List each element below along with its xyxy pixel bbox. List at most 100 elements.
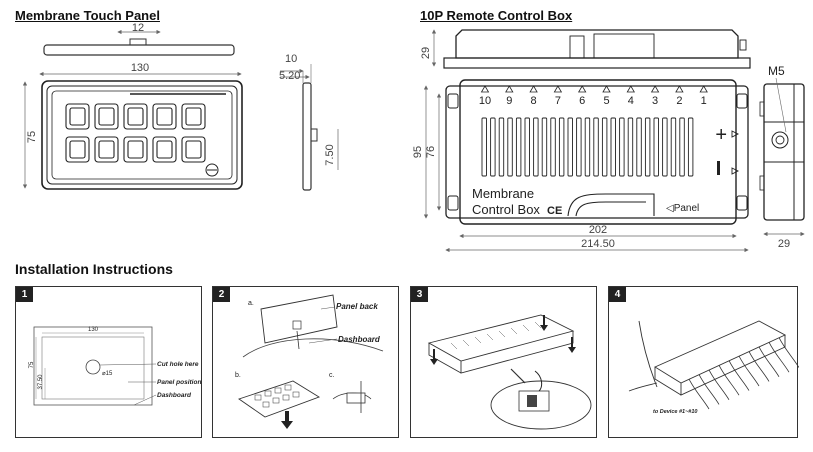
port-triangle-icon [505,85,514,93]
step1-height-dim: 75 [29,361,35,368]
step-4-badge: 4 [609,287,626,302]
cut-hole-callout: Cut hole here [157,361,199,368]
installation-heading: Installation Instructions [15,261,173,277]
dashboard-callout-2: Dashboard [338,335,381,344]
step-2-badge: 2 [213,287,230,302]
port-triangle-icon [553,85,563,93]
vent-slot [550,117,556,177]
box-brand-line2: Control Box [472,202,540,217]
vent-slot [541,117,548,177]
cut-hole-marker [85,359,101,375]
port-number: 1 [701,95,707,107]
step-1-panel: 1 130 75 37.50 ⌀15 Cut hole here Panel p… [15,286,202,438]
substep-b-label: b. [235,372,241,379]
dashboard-sketch [242,338,384,358]
box-height-inner-dim: 76 [425,146,437,158]
device-wire [708,369,730,401]
side-depth-dim: 10 [285,53,297,65]
device-wire [768,342,790,373]
side-offset-dim: 5.20 [279,70,300,82]
box-vent-slots [481,117,694,177]
panel-logo-icon [205,163,219,177]
port-number: 7 [555,95,561,107]
vent-slot [636,117,642,177]
vent-slot [490,117,496,177]
vent-slot [524,117,530,177]
port-triangle-icon [626,85,635,93]
device-wires [688,337,799,410]
vent-slot [576,117,582,177]
panel-key-inner [98,107,115,126]
panel-height-dim: 75 [26,131,38,143]
vent-slot [558,117,565,177]
press-down-arrow-icon [281,411,293,429]
vent-slot [619,117,625,177]
vent-slot [584,117,591,177]
screw-arrow-icon [430,349,438,365]
vent-slot [653,117,659,177]
panel-front-view [41,80,243,190]
step-1-badge: 1 [16,287,33,302]
panel-key-inner [69,107,86,126]
plus-terminal-icon: + [715,124,727,146]
panel-position-callout: Panel position [157,379,201,386]
panel-width-dim: 130 [131,62,149,74]
port-number: 2 [676,95,682,107]
vent-slot [679,117,685,177]
box-right-view [759,77,805,237]
screw-size-label: M5 [768,64,785,78]
panel-key-inner [185,107,202,126]
panel-connector [567,193,655,217]
device-wire [748,351,770,382]
port-triangle-icon [675,85,684,93]
vent-slot [567,117,573,177]
box-width-inner-dim: 202 [589,224,607,236]
vent-slot [601,117,608,177]
vent-slot [610,117,616,177]
panel-back-callout: Panel back [336,302,378,311]
port-number: 6 [579,95,585,107]
box-front-view [445,79,749,225]
vent-slot [687,117,694,177]
panel-key-inner [185,140,202,159]
panel-port-label: ◁Panel [666,203,699,214]
box-side-height-dim: 29 [420,47,432,59]
box-brand-line1: Membrane [472,186,534,201]
port-number: 5 [603,95,609,107]
wired-box-sketch [654,320,787,384]
step-3-panel: 3 [410,286,597,438]
port-number: 10 [479,95,491,107]
membrane-panel-heading: Membrane Touch Panel [15,8,160,23]
dashboard-callout: Dashboard [157,392,192,399]
box-side-view [431,29,751,69]
top-tab-dim: 12 [132,22,144,34]
device-wire [688,378,710,410]
port-number: 3 [652,95,658,107]
device-wire [778,337,799,368]
screw-arrow-icon [540,315,548,331]
device-wire [738,355,760,387]
device-wire [728,360,750,391]
minus-terminal-icon [717,161,720,175]
device-callout: to Device #1~#10 [653,409,698,415]
vent-slot [662,117,668,177]
panel-top-view [43,29,235,56]
step-4-panel: 4 to Device #1~#10 [608,286,799,438]
vent-slot [498,117,505,177]
panel-key-inner [69,140,86,159]
remote-box-heading: 10P Remote Control Box [420,8,573,23]
panel-key-inner [156,140,173,159]
vent-slot [507,117,513,177]
substep-a-label: a. [248,300,254,307]
box-width-outer-dim: 214.50 [581,238,615,250]
device-wire [718,365,740,396]
port-triangle-icon [480,85,490,93]
step-2-panel: 2 a. Panel back Dashboard b. c. [212,286,399,438]
membrane-panel-drawing: 12 130 75 10 5.20 7.50 [22,22,339,191]
panel-key-inner [156,107,173,126]
port-triangle-icon [699,85,708,93]
vent-slot [515,117,522,177]
device-wire [698,374,720,405]
substep-c-label: c. [329,372,335,379]
